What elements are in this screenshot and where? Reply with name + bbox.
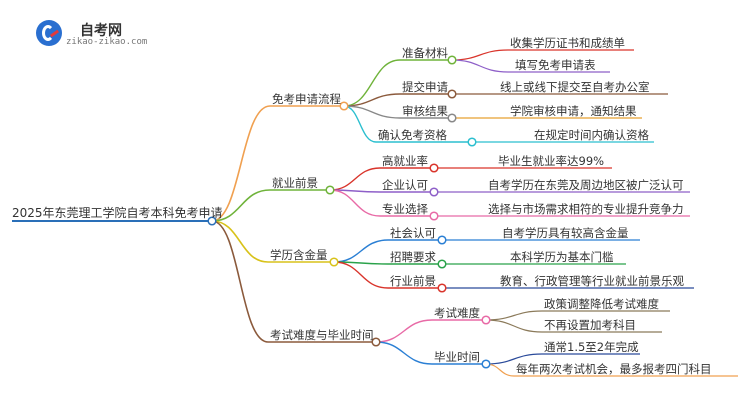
logo-icon <box>36 20 62 46</box>
branch-connector <box>211 189 271 222</box>
leaf-social-detail[interactable]: 自考学历具有较高含金量 <box>502 226 629 240</box>
node-industry-outlook[interactable]: 行业前景 <box>390 274 436 288</box>
node-recruitment[interactable]: 招聘要求 <box>390 250 436 264</box>
node-exam-difficulty[interactable]: 考试难度 <box>434 306 480 320</box>
node-connector <box>329 167 381 191</box>
node-connector <box>329 189 381 217</box>
node-connector <box>375 319 433 343</box>
leaf-enterprise-detail[interactable]: 自考学历在东莞及周边地区被广泛认可 <box>488 178 684 192</box>
leaf-connector <box>451 59 509 73</box>
root-topic[interactable]: 2025年东莞理工学院自考本科免考申请 <box>12 206 223 220</box>
node-collapse-dot[interactable] <box>437 283 447 293</box>
leaf-connector <box>451 49 509 61</box>
branch-label-difficulty-time[interactable]: 考试难度与毕业时间 <box>270 328 374 342</box>
node-connector <box>343 105 401 119</box>
leaf-connector <box>485 319 543 333</box>
node-graduation-time[interactable]: 毕业时间 <box>434 350 480 364</box>
node-social-recognition[interactable]: 社会认可 <box>390 226 436 240</box>
leaf-no-extra-subjects[interactable]: 不再设置加考科目 <box>544 318 636 332</box>
node-collapse-dot[interactable] <box>447 55 457 65</box>
node-connector <box>375 341 433 365</box>
leaf-collect-certificates[interactable]: 收集学历证书和成绩单 <box>510 36 625 50</box>
node-collapse-dot[interactable] <box>481 359 491 369</box>
leaf-connector <box>485 353 543 365</box>
branch-label-employment[interactable]: 就业前景 <box>272 176 318 190</box>
node-connector <box>333 261 389 289</box>
node-major-choice[interactable]: 专业选择 <box>382 202 428 216</box>
leaf-fill-form[interactable]: 填写免考申请表 <box>515 58 596 72</box>
node-high-employment[interactable]: 高就业率 <box>382 154 428 168</box>
branch-connector <box>211 105 271 222</box>
leaf-connector <box>485 363 515 377</box>
node-connector <box>343 59 401 107</box>
leaf-employment-rate[interactable]: 毕业生就业率达99% <box>498 154 605 168</box>
leaf-duration[interactable]: 通常1.5至2年完成 <box>544 340 639 354</box>
branch-connector <box>211 220 269 343</box>
node-collapse-dot[interactable] <box>429 187 439 197</box>
leaf-confirm-detail[interactable]: 在规定时间内确认资格 <box>534 128 649 142</box>
node-collapse-dot[interactable] <box>429 163 439 173</box>
node-collapse-dot[interactable] <box>429 211 439 221</box>
node-collapse-dot[interactable] <box>437 259 447 269</box>
node-enterprise-recognition[interactable]: 企业认可 <box>382 178 428 192</box>
branch-collapse-dot[interactable] <box>339 101 349 111</box>
leaf-submit-detail[interactable]: 线上或线下提交至自考办公室 <box>500 80 650 94</box>
brand-domain: zikao-zikao.com <box>66 37 148 47</box>
leaf-connector <box>485 310 543 321</box>
branch-collapse-dot[interactable] <box>329 257 339 267</box>
branch-label-application-process[interactable]: 免考申请流程 <box>272 92 341 106</box>
node-prepare-materials[interactable]: 准备材料 <box>402 46 448 60</box>
node-confirm[interactable]: 确认免考资格 <box>378 128 447 142</box>
node-submit[interactable]: 提交申请 <box>402 80 448 94</box>
leaf-exam-opportunities[interactable]: 每年两次考试机会，最多报考四门科目 <box>516 362 712 376</box>
node-review[interactable]: 审核结果 <box>402 104 448 118</box>
node-collapse-dot[interactable] <box>481 315 491 325</box>
leaf-review-detail[interactable]: 学院审核申请，通知结果 <box>510 104 637 118</box>
node-collapse-dot[interactable] <box>437 235 447 245</box>
node-collapse-dot[interactable] <box>447 113 457 123</box>
branch-connector <box>211 220 269 263</box>
node-collapse-dot[interactable] <box>447 89 457 99</box>
leaf-policy-adjust[interactable]: 政策调整降低考试难度 <box>544 297 659 311</box>
leaf-industry-detail[interactable]: 教育、行政管理等行业就业前景乐观 <box>500 274 684 288</box>
leaf-recruitment-detail[interactable]: 本科学历为基本门槛 <box>510 250 614 264</box>
branch-collapse-dot[interactable] <box>325 185 335 195</box>
branch-label-degree-value[interactable]: 学历含金量 <box>270 248 328 262</box>
branch-collapse-dot[interactable] <box>371 337 381 347</box>
leaf-major-detail[interactable]: 选择与市场需求相符的专业提升竞争力 <box>488 202 684 216</box>
node-connector <box>333 239 389 263</box>
brand-name: 自考网 <box>80 23 122 39</box>
root-collapse-dot[interactable] <box>207 216 217 226</box>
node-collapse-dot[interactable] <box>467 137 477 147</box>
